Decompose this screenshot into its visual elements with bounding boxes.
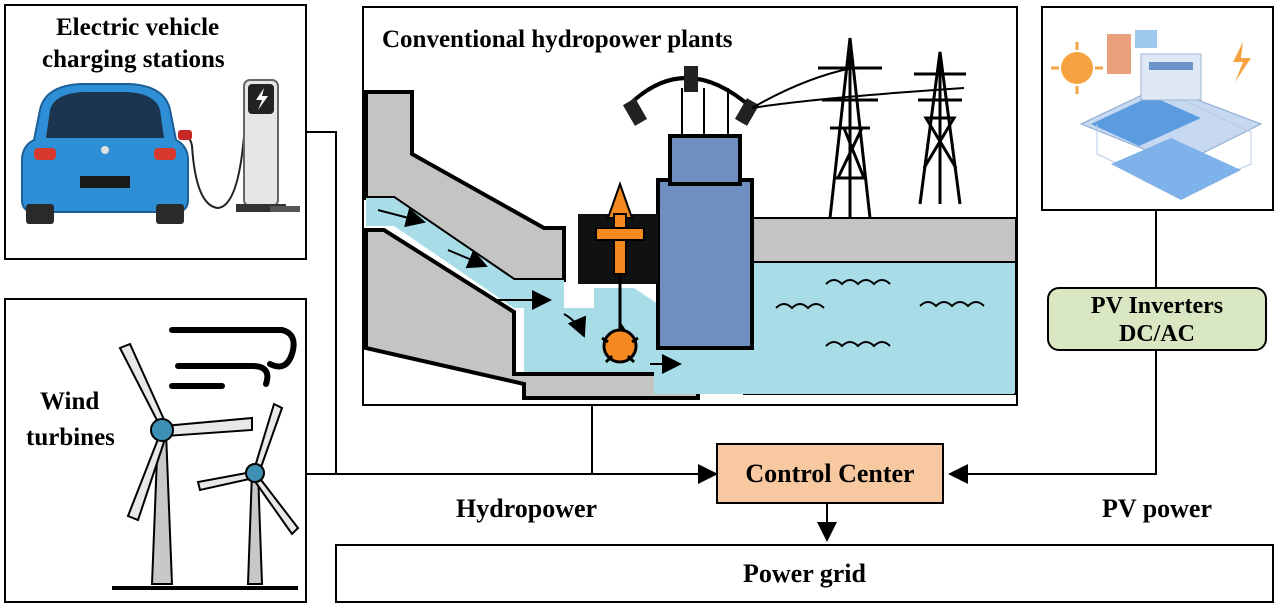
ev-title-line2: charging stations	[42, 46, 225, 73]
power-grid-box: Power grid	[335, 544, 1274, 603]
control-center-box: Control Center	[716, 443, 944, 504]
wind-title-line2: turbines	[26, 424, 115, 451]
power-grid-label: Power grid	[743, 558, 866, 588]
transmission-tower-icon	[914, 51, 966, 205]
pv-inverter-line2: DC/AC	[1119, 321, 1195, 347]
ev-charging-box: Electric vehicle charging stations	[4, 4, 307, 260]
ev-title-line1: Electric vehicle	[56, 14, 220, 41]
hydropower-flow-label: Hydropower	[456, 494, 598, 523]
transmission-tower-icon	[818, 37, 882, 219]
ev-car-icon	[21, 83, 189, 224]
wind-turbines-box: Wind turbines	[4, 298, 307, 603]
lightning-icon	[256, 88, 268, 110]
charging-station-icon	[178, 79, 300, 212]
control-center-label: Control Center	[745, 458, 915, 488]
lightning-icon	[1233, 42, 1251, 82]
hydropower-illustration	[364, 37, 1016, 400]
water-turbine-icon	[601, 323, 639, 364]
hydropower-plant-box: Conventional hydropower plants	[362, 6, 1018, 406]
pv-inverter-box: PV Inverters DC/AC	[1047, 287, 1267, 351]
pv-power-flow-label: PV power	[1102, 494, 1213, 523]
solar-plant-icon	[1051, 30, 1263, 200]
wind-title-line1: Wind	[40, 388, 100, 415]
solar-plant-box	[1041, 6, 1274, 211]
pv-inverter-line1: PV Inverters	[1090, 293, 1224, 319]
hydro-title: Conventional hydropower plants	[382, 26, 733, 53]
wind-turbine-icon	[112, 327, 300, 590]
